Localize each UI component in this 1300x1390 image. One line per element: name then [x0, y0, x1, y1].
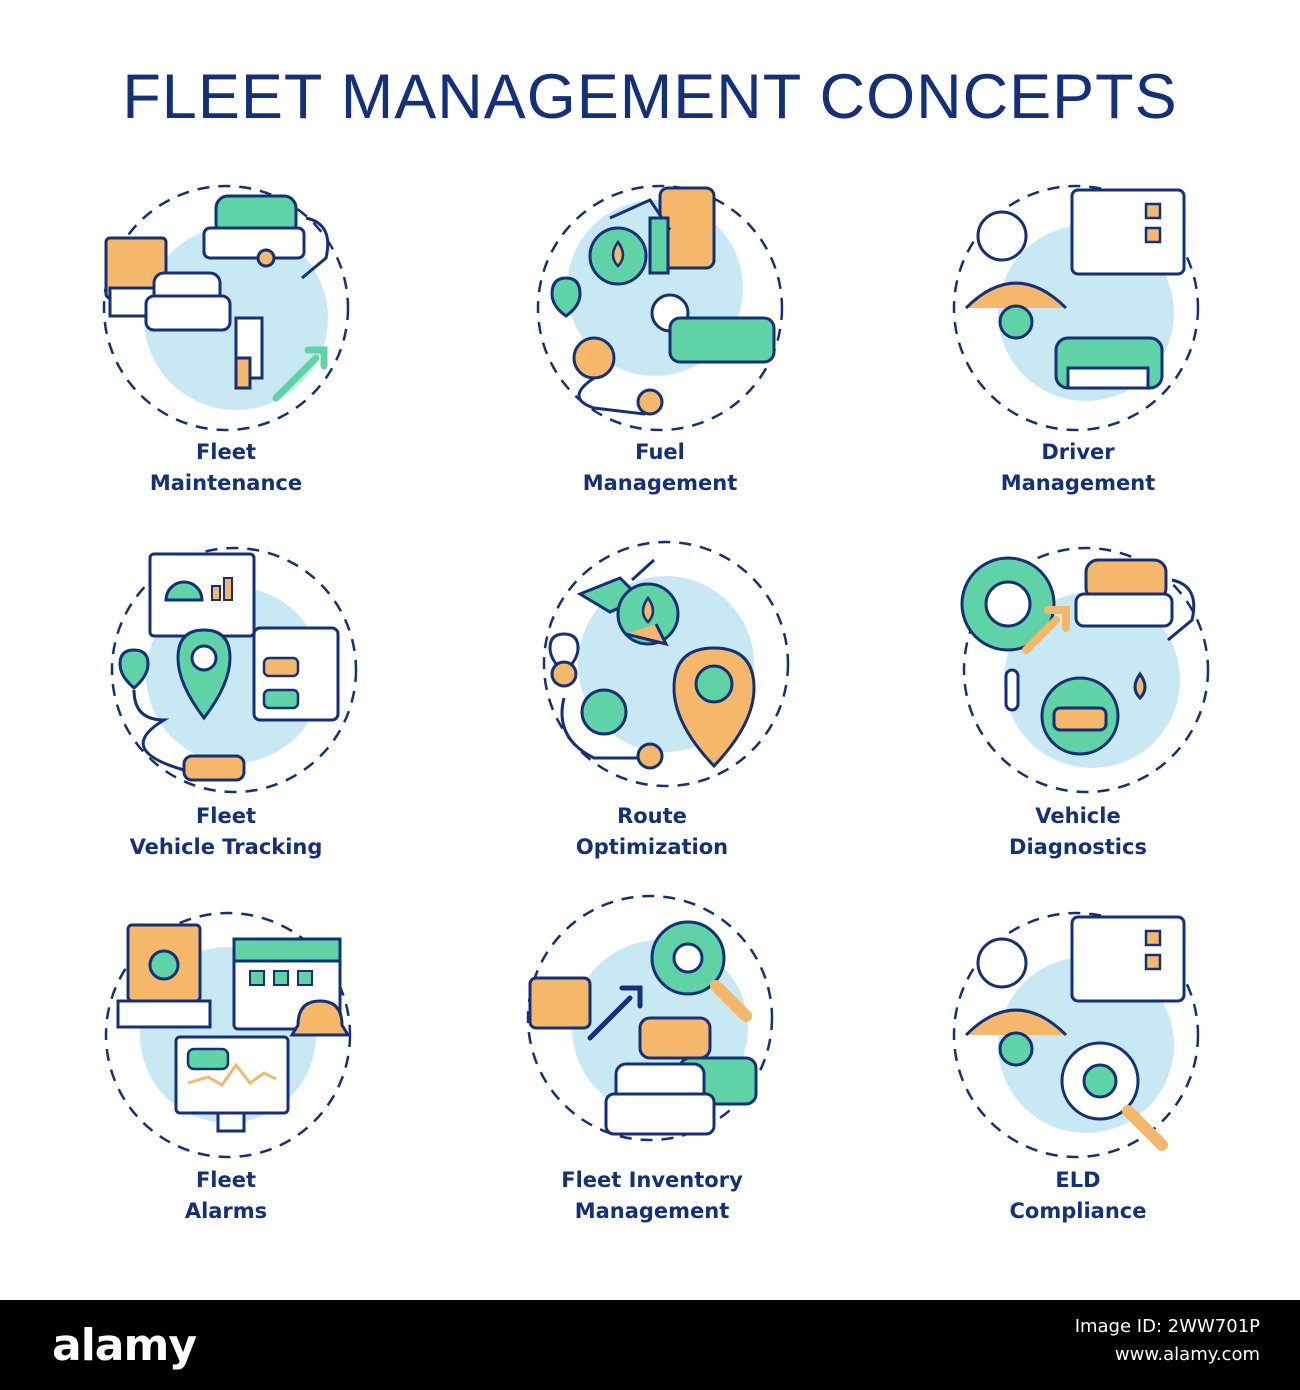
label-fleet-inventory-management: Fleet Inventory Management — [561, 1168, 743, 1223]
driver-management-icon — [946, 178, 1206, 438]
vehicle-diagnostics-icon — [956, 540, 1216, 800]
image-meta: Image ID: 2WW701P www.alamy.com — [1075, 1313, 1260, 1369]
label-fleet-maintenance: Fleet Maintenance — [149, 440, 303, 495]
label-route-optimization: Route Optimization — [575, 804, 729, 859]
label-fleet-vehicle-tracking: Fleet Vehicle Tracking — [129, 804, 323, 859]
fleet-inventory-icon — [520, 888, 780, 1148]
site-link[interactable]: www.alamy.com — [1114, 1344, 1260, 1365]
page-title: FLEET MANAGEMENT CONCEPTS — [122, 62, 1178, 132]
image-id: Image ID: 2WW701P — [1074, 1316, 1260, 1337]
brand-logo[interactable]: alamy — [52, 1320, 197, 1371]
route-optimization-icon — [536, 534, 796, 794]
footer-bar: alamy Image ID: 2WW701P www.alamy.com — [0, 1300, 1300, 1390]
label-fleet-alarms: Fleet Alarms — [184, 1168, 268, 1223]
label-eld-compliance: ELD Compliance — [1009, 1168, 1147, 1223]
fuel-management-icon — [530, 178, 790, 438]
vehicle-tracking-icon — [104, 540, 364, 800]
fleet-alarms-icon — [98, 905, 358, 1165]
eld-compliance-icon — [946, 905, 1206, 1165]
label-vehicle-diagnostics: Vehicle Diagnostics — [1009, 804, 1147, 859]
label-fuel-management: Fuel Management — [582, 440, 738, 495]
label-driver-management: Driver Management — [1000, 440, 1156, 495]
fleet-maintenance-icon — [96, 178, 356, 438]
